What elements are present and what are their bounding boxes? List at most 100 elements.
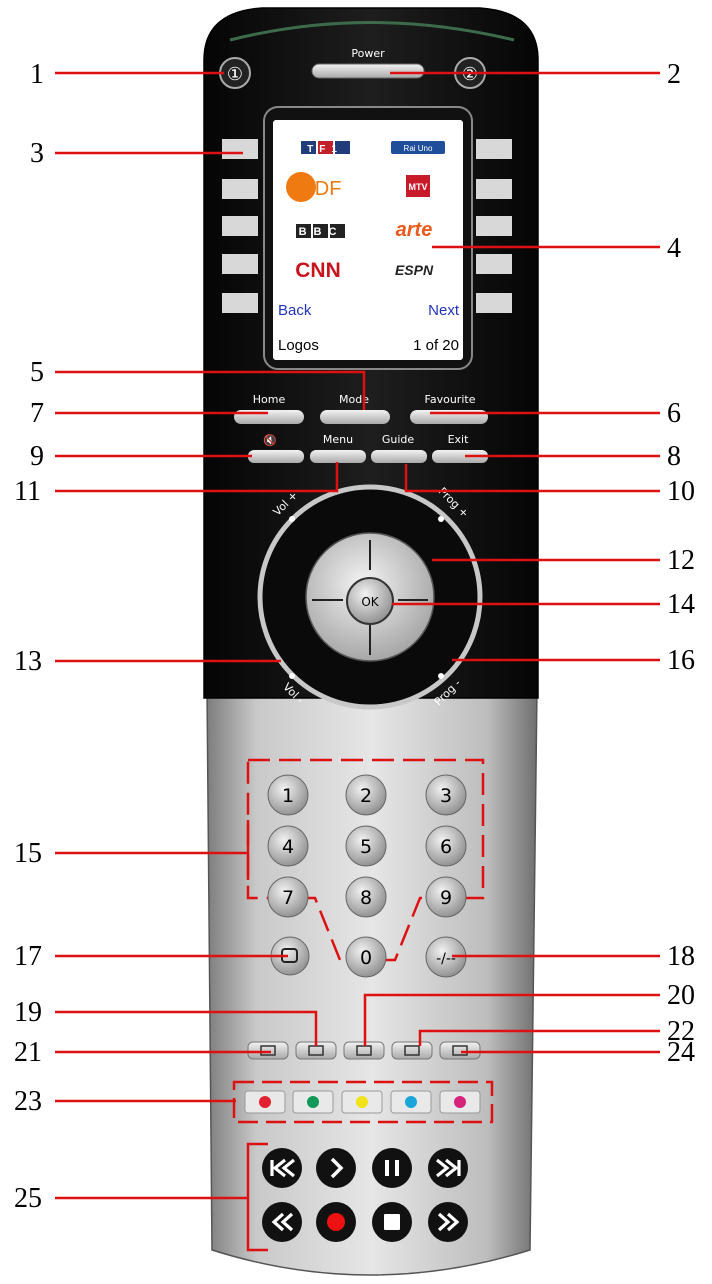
screen-display[interactable]	[273, 120, 463, 360]
guide-label: Guide	[382, 433, 415, 446]
side-button-right-3[interactable]	[476, 216, 512, 236]
top-green-trim	[229, 21, 515, 42]
callout-1: 1	[30, 59, 44, 90]
callout-15: 15	[14, 838, 42, 869]
mute-icon: 🔇	[263, 434, 277, 447]
play-icon	[330, 1157, 344, 1179]
next-icon	[436, 1158, 461, 1178]
key-9-label: 9	[440, 887, 452, 909]
logo-cnn[interactable]: CNN	[295, 259, 341, 282]
menu-button[interactable]	[310, 450, 366, 463]
callout-16: 16	[667, 645, 695, 676]
exit-button[interactable]	[432, 450, 488, 463]
side-button-right-4[interactable]	[476, 254, 512, 274]
key-1[interactable]	[267, 774, 309, 816]
key-7-label: 7	[282, 887, 294, 909]
power-button[interactable]	[311, 63, 425, 79]
side-button-left-5[interactable]	[222, 293, 258, 313]
transport-buttons	[262, 1148, 468, 1242]
logo-espn[interactable]: ESPN	[395, 262, 434, 278]
key-4[interactable]	[267, 825, 309, 867]
color-buttons	[232, 1080, 494, 1124]
callout-14: 14	[667, 589, 695, 620]
color-dot-3	[356, 1096, 368, 1108]
home-label: Home	[253, 393, 286, 406]
callout-22: 22	[667, 1016, 695, 1047]
callout-10: 10	[667, 476, 695, 507]
ok-button[interactable]	[346, 577, 394, 625]
play-button[interactable]	[316, 1148, 356, 1188]
leader-19	[55, 1010, 318, 1046]
callout-12: 12	[667, 545, 695, 576]
leader-20	[363, 993, 660, 1046]
logo-mtv[interactable]: MTV	[406, 175, 430, 197]
power-label: Power	[351, 47, 385, 60]
logo-arte[interactable]: arte	[396, 219, 433, 241]
navigation-ring: OK Vol + Prog + Vol - Prog -	[257, 484, 483, 710]
side-button-left-2[interactable]	[222, 179, 258, 199]
pause-icon	[385, 1160, 399, 1176]
callout-17: 17	[14, 941, 42, 972]
leader-5	[55, 370, 366, 410]
pause-button[interactable]	[372, 1148, 412, 1188]
key-7[interactable]	[267, 876, 309, 918]
callout-21: 21	[14, 1037, 42, 1068]
callout-9: 9	[30, 441, 44, 472]
leader-22	[418, 1029, 660, 1046]
logo-tf1[interactable]: TF1	[301, 141, 350, 155]
side-button-left-1[interactable]	[222, 139, 258, 159]
menu-label: Menu	[323, 433, 353, 446]
guide-button[interactable]	[371, 450, 427, 463]
side-button-left-4[interactable]	[222, 254, 258, 274]
side-button-left-3[interactable]	[222, 216, 258, 236]
color-dot-4	[405, 1096, 417, 1108]
touch-screen: TF1 Rai Uno ZDF MTV BBC arte CNN ESPN Ba…	[263, 106, 473, 370]
teletext-icon-5	[452, 1045, 468, 1056]
screen-back-button[interactable]: Back	[278, 302, 312, 319]
logo-bbc[interactable]: BBC	[296, 224, 345, 238]
screen-next-button[interactable]: Next	[428, 302, 460, 319]
key-9[interactable]	[425, 876, 467, 918]
key-2[interactable]	[345, 774, 387, 816]
teletext-button-5[interactable]	[439, 1041, 481, 1060]
color-dot-2	[307, 1096, 319, 1108]
teletext-icon-4	[404, 1045, 420, 1056]
previous-icon	[270, 1158, 295, 1178]
exit-label: Exit	[448, 433, 470, 446]
mute-button[interactable]	[248, 450, 304, 463]
key-6[interactable]	[425, 825, 467, 867]
logo-zdf[interactable]: ZDF	[286, 172, 341, 202]
callout-8: 8	[667, 441, 681, 472]
side-button-right-1[interactable]	[476, 139, 512, 159]
side-button-right-2[interactable]	[476, 179, 512, 199]
teletext-button-1[interactable]	[247, 1041, 289, 1060]
key-8[interactable]	[345, 876, 387, 918]
callout-19: 19	[14, 997, 42, 1028]
ok-label: OK	[361, 595, 379, 609]
color-dot-5	[454, 1096, 466, 1108]
mode-button[interactable]	[320, 410, 390, 424]
side-button-right-5[interactable]	[476, 293, 512, 313]
teletext-button-4[interactable]	[391, 1041, 433, 1060]
dash-button-label: -/--	[436, 951, 456, 967]
callout-25: 25	[14, 1183, 42, 1214]
logo-tf1-text: TF1	[307, 144, 343, 155]
callout-4: 4	[667, 233, 681, 264]
function-row-2: 🔇 Menu Guide Exit	[248, 433, 488, 463]
callout-24: 24	[667, 1037, 695, 1068]
logo-rai-uno[interactable]: Rai Uno	[391, 141, 445, 154]
record-icon	[327, 1213, 345, 1231]
logo-zdf-text: ZDF	[303, 178, 342, 200]
vol-minus-dot	[289, 673, 295, 679]
callout-2: 2	[667, 59, 681, 90]
callout-18: 18	[667, 941, 695, 972]
fast-forward-icon	[437, 1212, 460, 1232]
color-dot-1	[259, 1096, 271, 1108]
key-0[interactable]	[345, 936, 387, 978]
key-5[interactable]	[345, 825, 387, 867]
key-3[interactable]	[425, 774, 467, 816]
activity-1-glyph: ①	[227, 64, 243, 85]
logo-rai-uno-text: Rai Uno	[404, 144, 433, 153]
key-3-label: 3	[440, 785, 452, 807]
